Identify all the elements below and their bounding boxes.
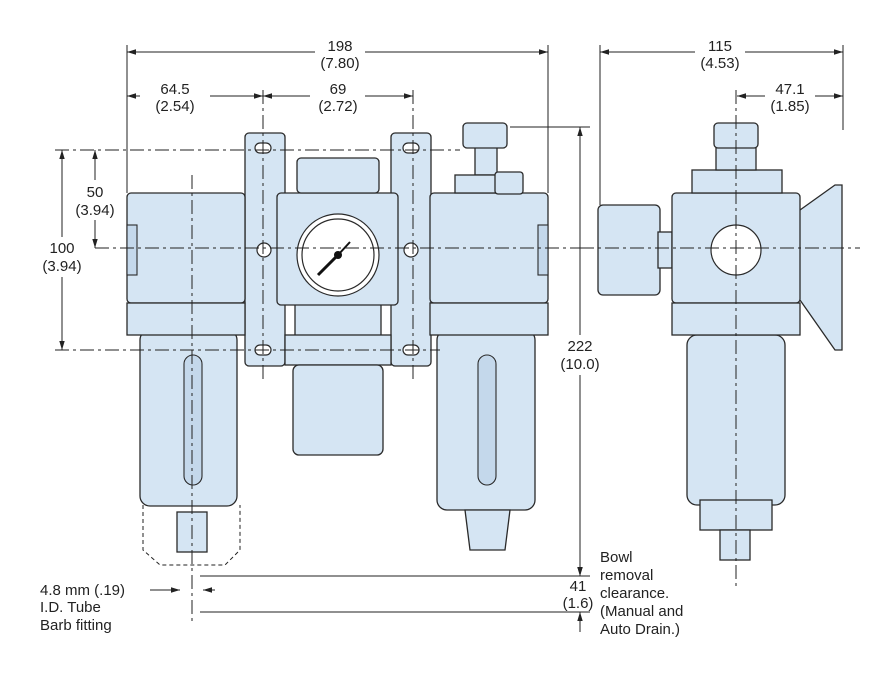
lubricator-unit <box>429 122 549 551</box>
dim-198: 198 <box>327 38 352 55</box>
barb-note-line: 4.8 mm (.19) <box>40 582 125 599</box>
side-view <box>597 122 843 561</box>
dim-47-1: 47.1 <box>775 81 804 98</box>
side-gauge <box>597 204 661 296</box>
dim-50: 50 <box>87 184 104 201</box>
dim-50-in: (3.94) <box>75 202 114 219</box>
dim-115-in: (4.53) <box>700 55 739 72</box>
dim-41-in: (1.6) <box>563 595 594 612</box>
bowl-note-line: Auto Drain.) <box>600 621 680 638</box>
dim-198-in: (7.80) <box>320 55 359 72</box>
dimension-labels: 198 (7.80) 64.5 (2.54) 69 (2.72) 115 (4.… <box>42 38 809 612</box>
dim-100-in: (3.94) <box>42 258 81 275</box>
dim-222: 222 <box>567 338 592 355</box>
bowl-note: Bowl removal clearance. (Manual and Auto… <box>600 549 683 638</box>
dim-47-1-in: (1.85) <box>770 98 809 115</box>
filter-unit <box>126 192 246 566</box>
dim-69-in: (2.72) <box>318 98 357 115</box>
barb-note: 4.8 mm (.19) I.D. Tube Barb fitting <box>40 582 125 634</box>
bowl-note-line: clearance. <box>600 585 669 602</box>
dim-64-5-in: (2.54) <box>155 98 194 115</box>
dim-100: 100 <box>49 240 74 257</box>
front-view <box>126 122 549 566</box>
centerlines <box>55 45 860 625</box>
barb-note-line: I.D. Tube <box>40 599 101 616</box>
dim-41: 41 <box>570 578 587 595</box>
dim-115: 115 <box>708 38 732 55</box>
barb-note-line: Barb fitting <box>40 617 112 634</box>
dim-64-5: 64.5 <box>160 81 189 98</box>
dim-222-in: (10.0) <box>560 356 599 373</box>
bowl-note-line: Bowl <box>600 549 633 566</box>
bowl-note-line: removal <box>600 567 653 584</box>
bowl-note-line: (Manual and <box>600 603 683 620</box>
regulator-unit <box>256 157 419 456</box>
dim-69: 69 <box>330 81 347 98</box>
